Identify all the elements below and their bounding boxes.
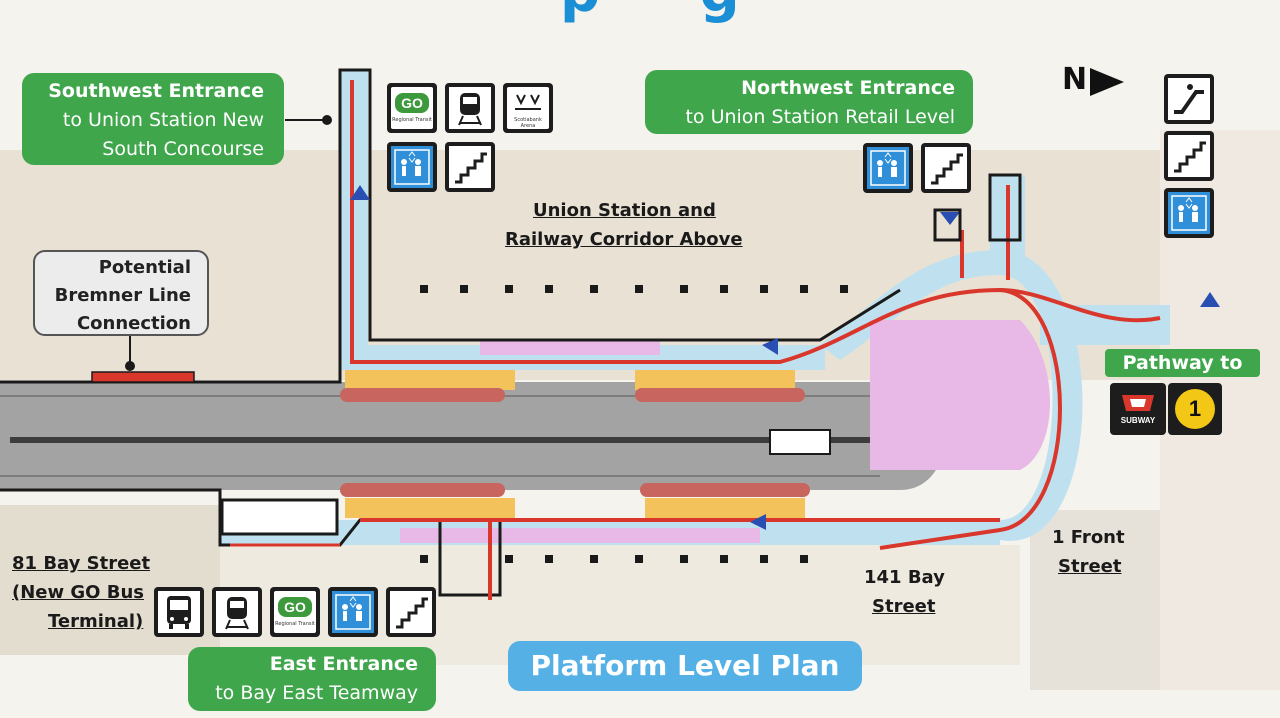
platform-red-n2 bbox=[635, 388, 805, 402]
elevator-icon bbox=[387, 142, 437, 192]
platform-red-s1 bbox=[340, 483, 505, 497]
bay81-label-1: 81 Bay Street bbox=[12, 553, 151, 574]
elevator-icon bbox=[328, 587, 378, 637]
direction-arrow bbox=[1200, 292, 1220, 307]
bus-icon bbox=[154, 587, 204, 637]
platform-north-2 bbox=[635, 370, 795, 390]
north-arrow-icon bbox=[1090, 68, 1124, 96]
bay81-label-3: Terminal) bbox=[48, 611, 144, 632]
elevator-icon bbox=[1164, 188, 1214, 238]
scotiabank-caption: Scotiabank Arena bbox=[514, 117, 542, 129]
building-1-front bbox=[1030, 510, 1180, 690]
bay81-label-2: (New GO Bus bbox=[12, 582, 144, 603]
bremner-line3: Connection bbox=[76, 313, 191, 334]
bremner-leader-dot bbox=[125, 361, 135, 371]
north-label: N bbox=[1062, 62, 1088, 97]
go-logo-text: GO bbox=[395, 93, 429, 113]
front1-label-2: Street bbox=[1058, 556, 1122, 577]
bremner-line2: Bremner Line bbox=[54, 285, 191, 306]
accessible-route bbox=[999, 288, 1161, 323]
direction-arrow bbox=[750, 514, 766, 530]
direction-arrow bbox=[350, 185, 370, 200]
platform-south-2 bbox=[645, 498, 805, 518]
east-entrance-callout: East Entrance to Bay East Teamway bbox=[188, 647, 436, 711]
line-1-icon: 1 bbox=[1168, 383, 1222, 435]
column-grid bbox=[420, 285, 848, 563]
go-logo-text: GO bbox=[278, 597, 312, 617]
bay141-label-2: Street bbox=[872, 596, 936, 617]
platform-north-1 bbox=[345, 370, 515, 390]
northwest-title: Northwest Entrance bbox=[741, 77, 955, 99]
stairs-icon bbox=[445, 142, 495, 192]
go-transit-icon: GO Regional Transit bbox=[270, 587, 320, 637]
direction-arrow bbox=[940, 212, 960, 225]
retail-strip bbox=[400, 528, 760, 543]
stairs-icon bbox=[1164, 131, 1214, 181]
front1-label-1: 1 Front bbox=[1052, 527, 1125, 548]
southwest-entrance-callout: Southwest Entrance to Union Station New … bbox=[22, 73, 284, 165]
go-caption: Regional Transit bbox=[392, 117, 432, 123]
track-dashes bbox=[10, 437, 870, 443]
southwest-leader-dot bbox=[322, 115, 332, 125]
platform-level-plan-title: Platform Level Plan bbox=[508, 641, 862, 691]
track-block bbox=[769, 429, 831, 455]
pathway-callout: Pathway to bbox=[1105, 349, 1260, 377]
southwest-sub2: South Concourse bbox=[102, 138, 264, 160]
southwest-title: Southwest Entrance bbox=[48, 80, 264, 102]
east-corridor bbox=[1040, 305, 1170, 345]
pathway-label: Pathway to bbox=[1122, 352, 1243, 374]
go-transit-icon: GO Regional Transit bbox=[387, 83, 437, 133]
go-tile-bg: GO Regional Transit bbox=[274, 591, 316, 633]
bus-platform bbox=[220, 498, 339, 536]
platform-level-plan-label: Platform Level Plan bbox=[530, 649, 840, 682]
union-station-label-1: Union Station and bbox=[533, 200, 716, 221]
northwest-entrance-callout: Northwest Entrance to Union Station Reta… bbox=[645, 70, 973, 134]
station-outline-north bbox=[0, 68, 901, 384]
bremner-line1: Potential bbox=[98, 257, 191, 278]
northwest-sub: to Union Station Retail Level bbox=[685, 106, 955, 128]
southwest-sub1: to Union Station New bbox=[62, 109, 264, 131]
line-1-circle: 1 bbox=[1175, 389, 1215, 429]
elevator-marker bbox=[988, 173, 1022, 242]
train-icon bbox=[445, 83, 495, 133]
stairs-icon bbox=[921, 143, 971, 193]
direction-arrow bbox=[762, 338, 778, 355]
platform-red-s2 bbox=[640, 483, 810, 497]
page-title-fragment: p g bbox=[560, 0, 780, 25]
train-icon bbox=[212, 587, 262, 637]
east-title: East Entrance bbox=[269, 653, 418, 675]
subway-label: SUBWAY bbox=[1120, 416, 1156, 425]
retail-area bbox=[870, 320, 1050, 470]
go-tile-bg: GO Regional Transit bbox=[391, 87, 433, 129]
scotiabank-tile-bg: Scotiabank Arena bbox=[507, 87, 549, 129]
bremner-connection-pad bbox=[91, 371, 195, 383]
elevator-icon bbox=[863, 143, 913, 193]
elevator-marker bbox=[933, 208, 962, 242]
platform-south-1 bbox=[345, 498, 515, 518]
platform-red-n1 bbox=[340, 388, 505, 402]
east-sub: to Bay East Teamway bbox=[215, 682, 418, 704]
bremner-connection-callout: Potential Bremner Line Connection bbox=[33, 250, 209, 336]
scotiabank-arena-icon: Scotiabank Arena bbox=[503, 83, 553, 133]
union-station-label-2: Railway Corridor Above bbox=[505, 229, 743, 250]
stairs-icon bbox=[386, 587, 436, 637]
go-caption: Regional Transit bbox=[275, 621, 315, 627]
escalator-icon bbox=[1164, 74, 1214, 124]
track-corridor bbox=[0, 382, 945, 490]
ttc-subway-icon: SUBWAY bbox=[1110, 383, 1166, 435]
retail-strip bbox=[480, 340, 660, 355]
bay141-label-1: 141 Bay bbox=[864, 567, 945, 588]
